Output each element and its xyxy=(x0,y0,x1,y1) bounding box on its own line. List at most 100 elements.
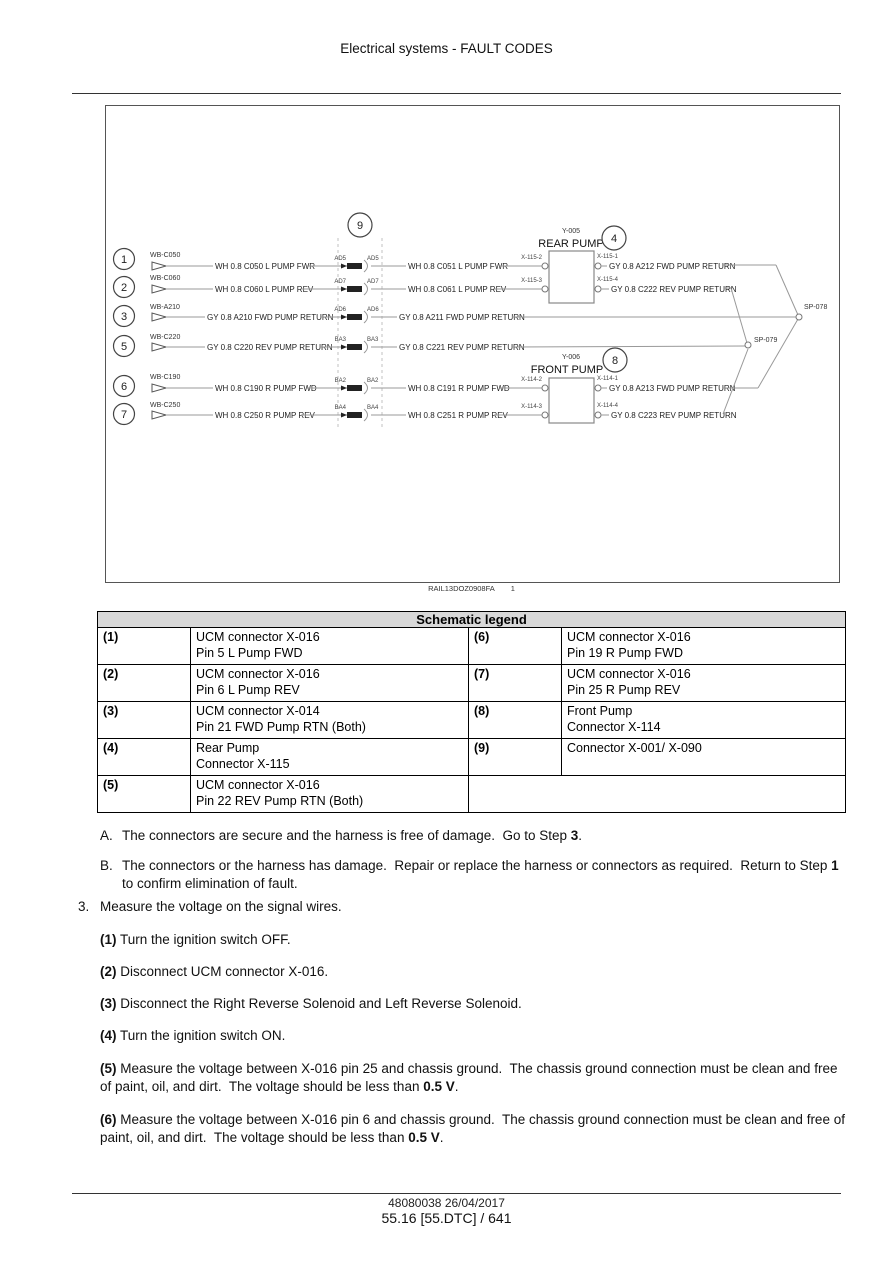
wiring-schematic: 9 1 WB-C050 WH 0.8 C050 L PUMP FWR AD5 A… xyxy=(112,212,827,429)
stub-label: WB-C250 xyxy=(150,402,180,409)
splice-label: SP-078 xyxy=(804,304,827,311)
schematic-row-6: 6 WB-C190 WH 0.8 C190 R PUMP FWD BA2 BA2… xyxy=(112,318,799,398)
schematic-row-1: 1 WB-C050 WH 0.8 C050 L PUMP FWR AD5 AD5… xyxy=(112,247,799,316)
connector-label: BA4 xyxy=(367,405,379,411)
substep-6-text: (6) Measure the voltage between X-016 pi… xyxy=(100,1112,849,1145)
substep-5: (5) Measure the voltage between X-016 pi… xyxy=(100,1060,847,1095)
splice-sp078: SP-078 xyxy=(795,304,827,321)
callout-4: 4 xyxy=(611,233,617,245)
pin-label: X-115-3 xyxy=(521,278,543,284)
substep-2-text: (2) Disconnect UCM connector X-016. xyxy=(100,964,329,979)
wire-label: WH 0.8 C060 L PUMP REV xyxy=(215,285,314,294)
step-a: A. The connectors are secure and the har… xyxy=(100,827,845,845)
connector-label: BA2 xyxy=(367,378,379,384)
stub-label: WB-C050 xyxy=(150,252,180,259)
legend-title: Schematic legend xyxy=(96,611,847,628)
front-pump: Y-006 FRONT PUMP 8 xyxy=(531,347,628,424)
pin-label: X-114-1 xyxy=(597,376,619,382)
stub-label: WB-C190 xyxy=(150,374,180,381)
callout-5: 5 xyxy=(121,341,127,353)
splice-label: SP-079 xyxy=(754,337,777,344)
stub-label: WB-C060 xyxy=(150,275,180,282)
step-a-text: The connectors are secure and the harnes… xyxy=(122,828,583,843)
legend-key: (9) xyxy=(468,738,562,776)
substep-1: (1) Turn the ignition switch OFF. xyxy=(100,931,845,949)
step-3-marker: 3. xyxy=(78,899,90,914)
pin-label: X-114-3 xyxy=(521,404,543,410)
substep-5-text: (5) Measure the voltage between X-016 pi… xyxy=(100,1061,842,1094)
pin-label: X-114-2 xyxy=(521,377,543,383)
schematic-row-5: 5 WB-C220 GY 0.8 C220 REV PUMP RETURN BA… xyxy=(112,334,746,358)
legend-desc: Connector X-001/ X-090 xyxy=(560,738,847,776)
step-3-text: Measure the voltage on the signal wires. xyxy=(100,899,342,914)
step-b-marker: B. xyxy=(100,858,113,873)
wire-label: WH 0.8 C250 R PUMP REV xyxy=(215,411,316,420)
wire-label: WH 0.8 C050 L PUMP FWR xyxy=(215,262,315,271)
substep-3: (3) Disconnect the Right Reverse Solenoi… xyxy=(100,995,845,1013)
substep-1-text: (1) Turn the ignition switch OFF. xyxy=(100,932,291,947)
step-3: 3. Measure the voltage on the signal wir… xyxy=(78,898,838,916)
connector-label: AD7 xyxy=(334,279,346,285)
legend-key: (7) xyxy=(468,664,562,702)
step-b-text: The connectors or the harness has damage… xyxy=(122,858,843,891)
legend-desc-empty xyxy=(467,775,847,813)
figure-caption-index: 1 xyxy=(510,584,515,593)
substep-2: (2) Disconnect UCM connector X-016. xyxy=(100,963,845,981)
rear-pump-id: Y-005 xyxy=(562,228,580,235)
substep-4-text: (4) Turn the ignition switch ON. xyxy=(100,1028,286,1043)
connector-label: AD7 xyxy=(367,279,379,285)
connector-label: BA2 xyxy=(335,378,347,384)
pin-label: X-115-4 xyxy=(597,277,619,283)
connector-label: BA3 xyxy=(367,337,379,343)
wire-label: WH 0.8 C190 R PUMP FWD xyxy=(215,384,317,393)
callout-7: 7 xyxy=(121,409,127,421)
callout-6: 6 xyxy=(121,381,127,393)
wire-label: WH 0.8 C051 L PUMP FWR xyxy=(408,262,508,271)
stub-label: WB-A210 xyxy=(150,304,180,311)
legend-key: (6) xyxy=(468,627,562,665)
connector-label: AD5 xyxy=(334,256,346,262)
footer-doc-number: 48080038 26/04/2017 xyxy=(388,1196,505,1210)
inline-connector-zone: 9 xyxy=(337,212,383,429)
wire-label: GY 0.8 A210 FWD PUMP RETURN xyxy=(207,313,334,322)
legend-key: (8) xyxy=(468,701,562,739)
legend-key: (4) xyxy=(97,738,191,776)
callout-3: 3 xyxy=(121,311,127,323)
substep-3-text: (3) Disconnect the Right Reverse Solenoi… xyxy=(100,996,522,1011)
footer-page-number: 55.16 [55.DTC] / 641 xyxy=(381,1210,512,1226)
rear-pump: Y-005 REAR PUMP 4 xyxy=(538,225,627,304)
wire-label: GY 0.8 A213 FWD PUMP RETURN xyxy=(609,384,736,393)
legend-key: (3) xyxy=(97,701,191,739)
pin-label: X-115-2 xyxy=(521,255,543,261)
pin-label: X-115-1 xyxy=(597,254,619,260)
substep-4: (4) Turn the ignition switch ON. xyxy=(100,1027,845,1045)
wire-label: GY 0.8 C222 REV PUMP RETURN xyxy=(611,285,737,294)
pin-label: X-114-4 xyxy=(597,403,619,409)
wire-label: GY 0.8 C221 REV PUMP RETURN xyxy=(399,343,525,352)
step-b: B. The connectors or the harness has dam… xyxy=(100,857,843,892)
schematic-row-7: 7 WB-C250 WH 0.8 C250 R PUMP REV BA4 BA4… xyxy=(112,348,749,426)
callout-9: 9 xyxy=(357,220,363,232)
step-a-marker: A. xyxy=(100,828,113,843)
connector-label: AD6 xyxy=(334,307,346,313)
connector-label: AD5 xyxy=(367,256,379,262)
callout-8: 8 xyxy=(612,355,618,367)
legend-key: (5) xyxy=(97,775,191,813)
connector-label: AD6 xyxy=(367,307,379,313)
front-pump-name: FRONT PUMP xyxy=(531,364,604,376)
page-title: Electrical systems - FAULT CODES xyxy=(340,41,553,56)
connector-label: BA4 xyxy=(335,405,347,411)
